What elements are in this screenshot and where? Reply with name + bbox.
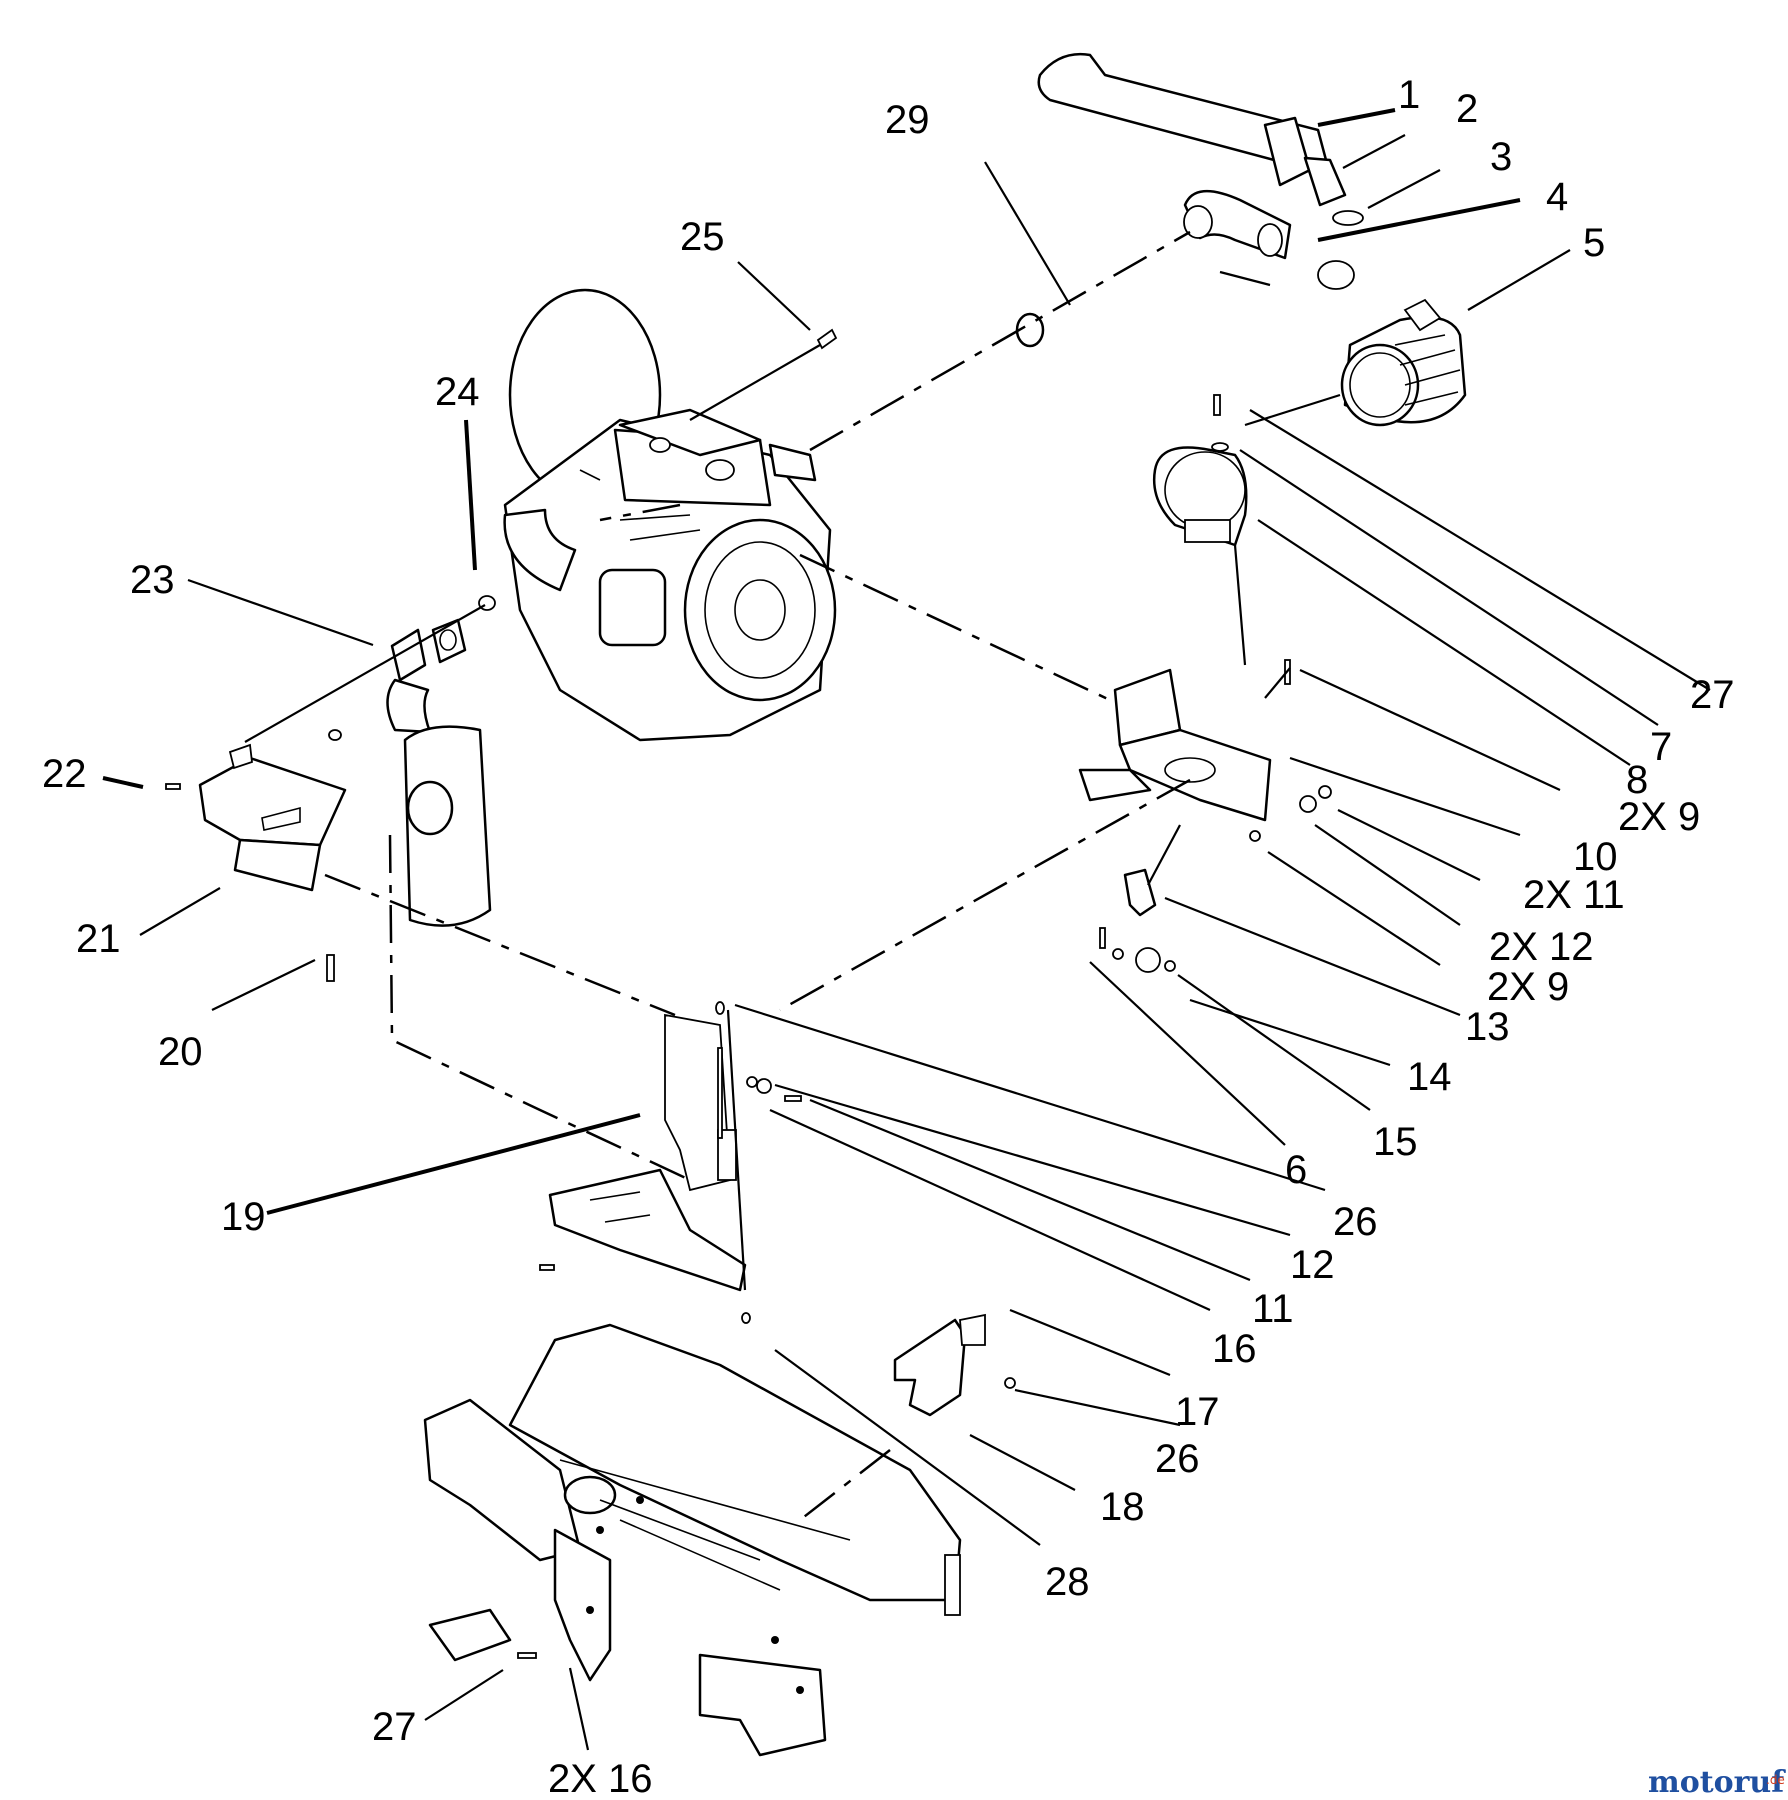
callout-4: 4: [1546, 175, 1568, 219]
chassis-frame: [423, 1323, 962, 1757]
rail-bracket: [539, 1168, 747, 1292]
callout-23: 23: [130, 558, 175, 602]
callout-29: 29: [885, 98, 930, 142]
screw-26-lower: [1004, 1377, 1016, 1389]
callout-2: 2: [1456, 87, 1478, 131]
mount-bracket: [1078, 668, 1272, 822]
callout-25: 25: [680, 215, 725, 259]
screw-20: [326, 954, 335, 982]
throttle-bracket: [893, 1313, 986, 1417]
callout-26-upper: 26: [1333, 1200, 1378, 1244]
screw-27-top: [1213, 394, 1221, 416]
callout-17: 17: [1175, 1390, 1220, 1434]
callout-9-bottom: 2X 9: [1487, 965, 1569, 1009]
callout-18: 18: [1100, 1485, 1145, 1529]
intake-tube: [1037, 52, 1347, 207]
svg-text:.de: .de: [1766, 1773, 1785, 1787]
assembly-lines: [244, 270, 1341, 1291]
nut-13: [1249, 830, 1261, 842]
watermark-suffix: .de: [1766, 1773, 1785, 1787]
leader-lines: [102, 108, 1711, 1751]
washer-7: [1211, 442, 1229, 452]
exhaust-pipe-muffler: [328, 618, 492, 927]
hose-clamp-large: [1317, 260, 1355, 290]
screw-26-upper: [715, 1001, 725, 1015]
callout-labels: 1 2 3 4 5 29 25 24 23 22 21 20 19 27 7 8…: [42, 73, 1735, 1800]
bolt-25: [816, 328, 838, 350]
assembly-center-lines: [324, 230, 1191, 1521]
callout-11-lower: 11: [1252, 1287, 1294, 1331]
nut-11: [1318, 785, 1332, 799]
svg-text:motoruf: motoruf: [1648, 1765, 1786, 1800]
callout-20: 20: [158, 1030, 203, 1074]
callout-16-bottom: 2X 16: [548, 1757, 653, 1800]
callout-24: 24: [435, 370, 480, 414]
screw-16: [784, 1095, 802, 1102]
air-cleaner-mount-band: [1152, 446, 1248, 547]
callout-21: 21: [76, 917, 121, 961]
heat-shield: [198, 743, 347, 892]
callout-27-bottom: 27: [372, 1705, 417, 1749]
washer-12: [1299, 795, 1317, 813]
callout-13: 13: [1465, 1005, 1510, 1049]
screw-22: [165, 783, 181, 790]
callout-12-top: 2X 12: [1489, 925, 1594, 969]
callout-14: 14: [1407, 1055, 1452, 1099]
hose-clamp-small: [1332, 210, 1364, 226]
callout-1: 1: [1398, 73, 1420, 117]
engine: [503, 288, 837, 742]
watermark-logo: motoruf .de: [1648, 1765, 1786, 1800]
callout-9-top: 2X 9: [1618, 795, 1700, 839]
callout-11-top: 2X 11: [1523, 873, 1625, 917]
callout-19: 19: [221, 1195, 266, 1239]
air-cleaner: [1340, 298, 1467, 427]
callout-6: 6: [1285, 1148, 1307, 1192]
screw-28: [741, 1312, 751, 1324]
callout-3: 3: [1490, 135, 1512, 179]
callout-10: 10: [1573, 835, 1618, 879]
callout-7: 7: [1650, 725, 1672, 769]
washer-12-lower: [756, 1078, 772, 1094]
callout-8: 8: [1626, 758, 1648, 802]
callout-15: 15: [1373, 1120, 1418, 1164]
callout-5: 5: [1583, 221, 1605, 265]
callout-28: 28: [1045, 1560, 1090, 1604]
callout-27-top: 27: [1690, 673, 1735, 717]
elbow-hose: [1183, 189, 1292, 260]
callout-22: 22: [42, 752, 87, 796]
callout-12-lower: 12: [1290, 1243, 1335, 1287]
screw-27-bottom: [517, 1652, 537, 1659]
throttle-clip: [1099, 868, 1176, 973]
watermark-brand: motoruf: [1648, 1765, 1786, 1800]
side-panel-plate: [664, 1013, 737, 1192]
callout-16-lower: 16: [1212, 1327, 1257, 1371]
nut-11-lower: [746, 1076, 758, 1088]
callout-26-lower: 26: [1155, 1437, 1200, 1481]
